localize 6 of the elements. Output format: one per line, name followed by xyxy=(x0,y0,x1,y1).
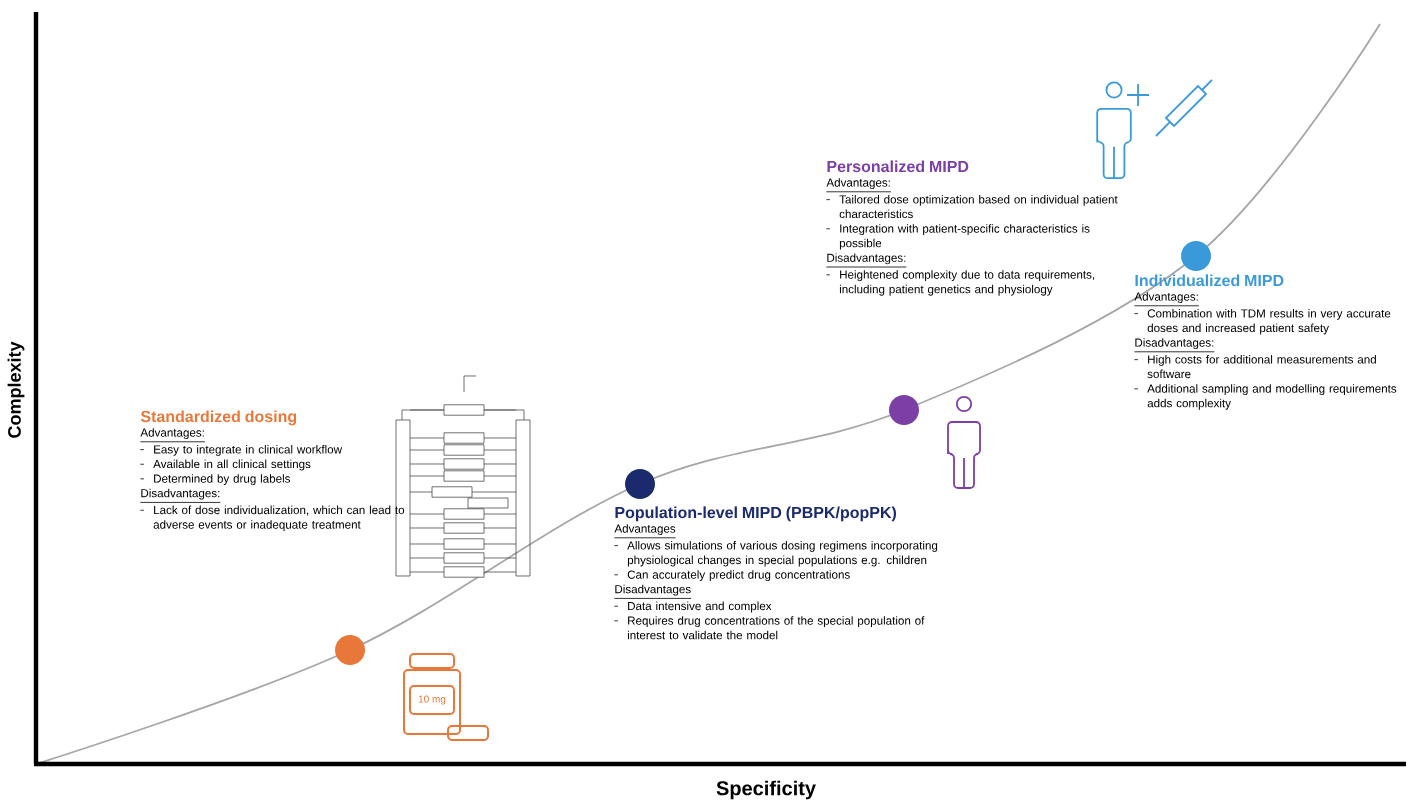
axis-title: Complexity xyxy=(7,341,25,438)
section-heading: Population-level MIPD (PBPK/popPK) xyxy=(615,506,896,522)
section-heading: Standardized dosing xyxy=(140,410,297,426)
section-heading: Individualized MIPD xyxy=(1135,274,1284,287)
axis-title: Specificity xyxy=(716,780,816,800)
section-heading: Personalized MIPD xyxy=(827,160,969,173)
